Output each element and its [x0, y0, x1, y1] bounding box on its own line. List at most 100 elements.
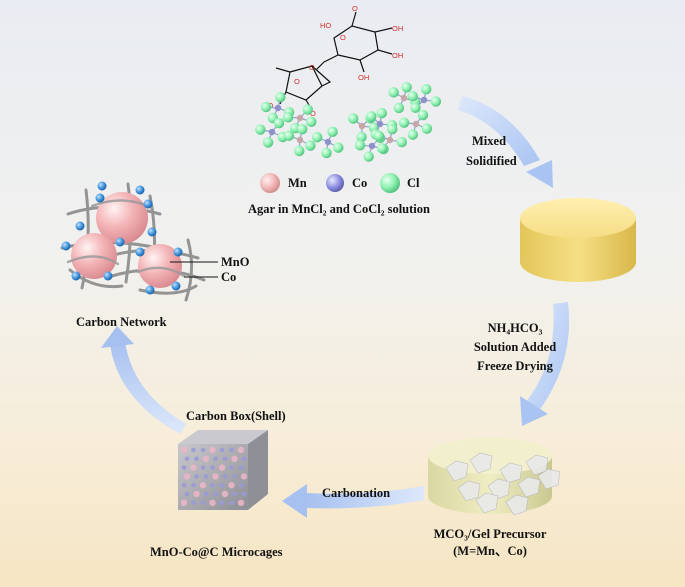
co-nanoparticle: [95, 193, 105, 203]
co-particle: [200, 500, 206, 506]
cl-atom: [363, 151, 374, 162]
co-nanoparticle: [143, 199, 153, 209]
co-particle: [181, 482, 187, 488]
cl-atom: [356, 131, 367, 143]
cl-atom: [282, 112, 294, 123]
metal-center-atom: [368, 142, 376, 150]
co-particle: [238, 465, 244, 470]
mno-particle: [183, 473, 191, 480]
agar-solution-caption: Agar in MnCl₂ and CoCl₂ solution: [248, 202, 430, 216]
co-particle: [203, 491, 209, 497]
precursor-crystal: [457, 480, 481, 502]
cl-atom: [255, 124, 266, 135]
cl-atom: [260, 101, 272, 113]
mno-particle: [237, 499, 245, 506]
mno-particle: [202, 455, 210, 462]
svg-text:OH: OH: [358, 73, 369, 82]
co-nanoparticle: [147, 227, 157, 237]
nh4hco3-label: NH₄HCO₃: [487, 321, 543, 335]
co-particle: [219, 447, 225, 453]
arrow-carbonation: [282, 484, 424, 518]
co-particle: [194, 474, 199, 479]
freeze-drying-label: Freeze Drying: [477, 359, 553, 373]
carbonation-label: Carbonation: [322, 486, 391, 500]
cl-atom: [396, 136, 407, 148]
co-nanoparticle: [97, 181, 107, 191]
carbon-box-label: Carbon Box(Shell): [186, 409, 286, 423]
cl-atom: [327, 126, 338, 138]
cl-atom: [302, 104, 313, 115]
co-nanoparticle: [115, 237, 125, 247]
mno-particle: [221, 490, 229, 498]
svg-text:O: O: [310, 109, 316, 118]
metal-center-atom: [376, 120, 384, 128]
cl-atom: [262, 137, 274, 148]
cl-atom: [376, 107, 388, 119]
metal-center-atom: [420, 96, 428, 104]
mno-particle: [228, 482, 235, 489]
co-nanoparticle: [173, 247, 183, 257]
co-particle: [222, 474, 228, 479]
cl-atom: [275, 92, 286, 103]
co-particle: [229, 447, 234, 453]
co-particle: [219, 500, 225, 506]
mno-sphere-top: [96, 192, 148, 244]
cl-atom: [407, 90, 418, 102]
precursor-crystal: [537, 468, 561, 490]
cl-atom: [354, 140, 366, 151]
co-particle: [213, 456, 218, 462]
mno-particle: [218, 464, 226, 471]
mno-particle: [180, 446, 188, 454]
precursor-crystal: [445, 460, 469, 482]
co-nanoparticle: [75, 221, 85, 231]
precursor-crystal: [499, 462, 523, 484]
cl-atom: [283, 130, 295, 141]
cl-atom: [306, 116, 317, 128]
co-particle: [191, 482, 196, 488]
mncl2-cocl2-clusters: [255, 82, 442, 162]
mno-particle: [190, 464, 197, 471]
co-particle: [210, 465, 215, 470]
step-solidified-label: Solidified: [466, 154, 517, 168]
cl-atom: [387, 123, 398, 135]
svg-text:OH: OH: [392, 51, 403, 60]
precursor-crystal: [469, 452, 493, 474]
co-particle: [222, 456, 228, 462]
metal-chloride-cluster: [282, 104, 317, 134]
mno-particle: [199, 482, 207, 489]
cl-atom: [401, 82, 412, 93]
cl-atom: [294, 145, 305, 157]
co-nanoparticle: [171, 281, 181, 291]
mno-particle: [209, 446, 216, 454]
metal-center-atom: [268, 128, 276, 136]
metal-chloride-cluster: [311, 126, 344, 159]
co-particle: [203, 474, 209, 479]
co-legend-sphere: [326, 174, 344, 192]
metal-chloride-cluster: [398, 109, 433, 140]
cl-atom: [311, 132, 323, 143]
mno-particle: [240, 473, 248, 480]
metal-chloride-cluster: [283, 123, 316, 157]
co-nanoparticle: [135, 185, 145, 195]
co-nanoparticle: [61, 241, 71, 251]
metal-chloride-cluster: [255, 117, 288, 148]
co-particle: [213, 491, 218, 497]
mco3-gel-precursor: [428, 438, 561, 516]
cl-atom: [377, 143, 388, 154]
precursor-crystals: [445, 452, 561, 516]
mno-particle: [237, 446, 245, 454]
svg-text:O: O: [352, 4, 358, 13]
carbon-network-label: Carbon Network: [76, 315, 167, 329]
cl-atom: [388, 87, 399, 98]
cl-atom: [366, 111, 377, 122]
carbon-network: [60, 181, 218, 302]
mno-particle: [180, 499, 188, 506]
co-particle: [200, 447, 206, 453]
cl-atom: [421, 83, 432, 95]
cl-atom: [297, 123, 308, 135]
co-particle: [191, 447, 196, 453]
co-particle: [219, 482, 225, 488]
cl-atom: [398, 117, 410, 128]
mno-sphere-right: [138, 244, 182, 288]
